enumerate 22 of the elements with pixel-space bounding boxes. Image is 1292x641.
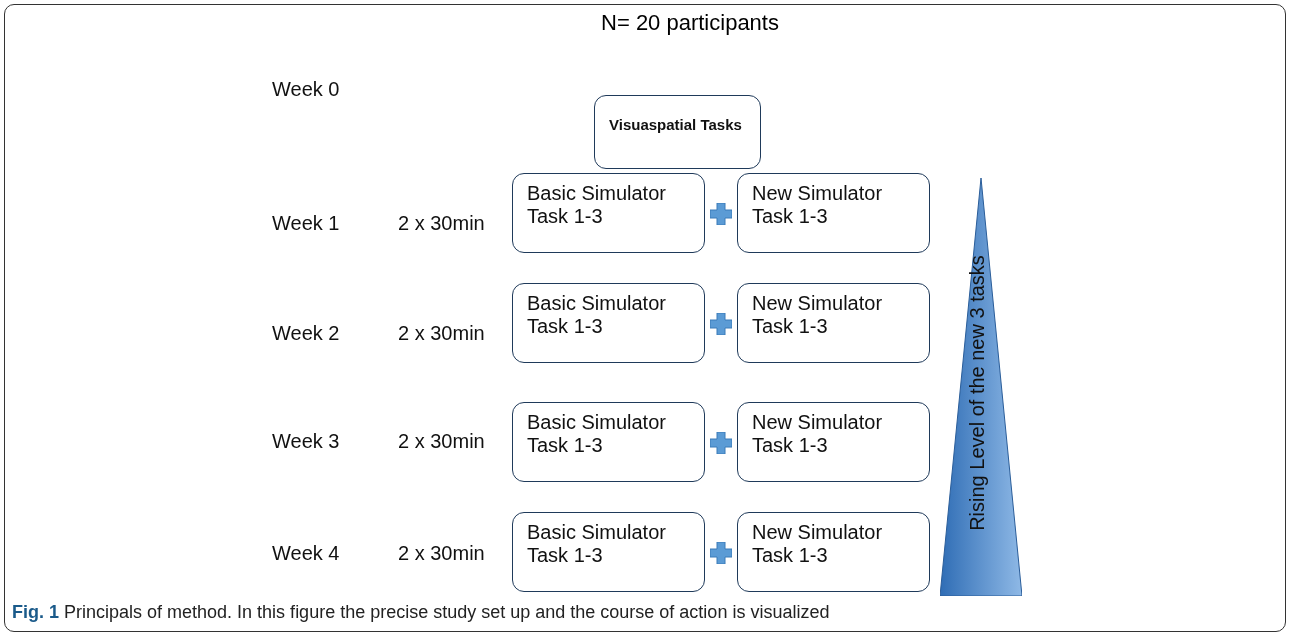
week-label: Week 0 (272, 78, 340, 101)
process-box: New Simulator Task 1-3 (737, 512, 930, 592)
figure-caption: Fig. 1 Principals of method. In this figure the precise study set up and the course of action is visualized (12, 602, 830, 623)
duration-label: 2 x 30min (398, 542, 485, 565)
rotated-label: Rising Level of the new 3 tasks (966, 254, 988, 533)
process-box: New Simulator Task 1-3 (737, 402, 930, 482)
duration-label: 2 x 30min (398, 322, 485, 345)
process-box: New Simulator Task 1-3 (737, 283, 930, 363)
week-label: Week 1 (272, 212, 340, 235)
process-box: New Simulator Task 1-3 (737, 173, 930, 253)
process-box: Basic Simulator Task 1-3 (512, 512, 705, 592)
process-box: Visuaspatial Tasks (594, 95, 761, 169)
week-label: Week 3 (272, 430, 340, 453)
rising-triangle (940, 178, 1022, 596)
duration-label: 2 x 30min (398, 212, 485, 235)
process-box: Basic Simulator Task 1-3 (512, 402, 705, 482)
duration-label: 2 x 30min (398, 430, 485, 453)
process-box: Basic Simulator Task 1-3 (512, 283, 705, 363)
week-label: Week 4 (272, 542, 340, 565)
week-label: Week 2 (272, 322, 340, 345)
title: N= 20 participants (600, 10, 780, 36)
process-box: Basic Simulator Task 1-3 (512, 173, 705, 253)
